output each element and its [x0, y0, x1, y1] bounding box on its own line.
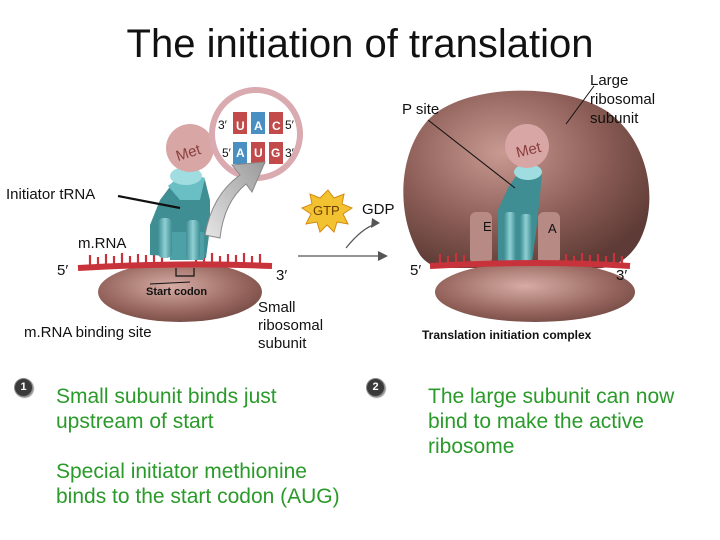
- anticodon-c: C: [272, 119, 281, 133]
- step-1-line: upstream of start: [56, 410, 214, 433]
- small-subunit-label-line: ribosomal: [258, 317, 324, 334]
- met-ball-left: [166, 124, 214, 172]
- gtp-burst: [300, 189, 354, 233]
- mrna-binding-site-label: m.RNA binding site: [24, 324, 152, 341]
- p-site-label: P site: [402, 101, 440, 118]
- p-site-pointer: [427, 119, 516, 189]
- large-subunit-label-line: ribosomal: [590, 91, 656, 108]
- mrna-strand-left: [77, 253, 273, 271]
- small-subunit-label-line: subunit: [258, 335, 307, 352]
- codon-5prime: 5′: [222, 146, 232, 160]
- binding-arrow: [204, 161, 266, 239]
- step-1-line: Small subunit binds just: [56, 385, 277, 408]
- e-site-label: E: [483, 219, 492, 234]
- start-codon-label: Start codon: [146, 286, 208, 298]
- codon-3prime: 3′: [285, 146, 295, 160]
- step-1-extra-line: Special initiator methionine: [56, 460, 307, 483]
- large-subunit-label-line: subunit: [590, 110, 639, 127]
- gtp-label: GTP: [313, 203, 340, 218]
- a-site-slot: [538, 212, 560, 264]
- initiator-trna-label: Initiator tRNA: [6, 186, 96, 203]
- mrna-5prime-left: 5′: [57, 262, 69, 279]
- large-subunit-label-line: Large: [590, 72, 629, 89]
- small-subunit-label-line: Small: [258, 299, 296, 316]
- initiator-trna-pointer: [117, 194, 181, 210]
- gdp-label: GDP: [362, 201, 395, 218]
- large-subunit-label: Large ribosomal subunit: [590, 71, 655, 128]
- step-1-badge: 1: [14, 378, 33, 397]
- a-site-label: A: [548, 221, 557, 236]
- small-subunit-label: Small ribosomal subunit: [258, 299, 323, 353]
- step-2-line: bind to make the active: [428, 410, 644, 433]
- anticodon-5prime: 5′: [285, 118, 295, 132]
- step-1-extra-text: Special initiator methionine binds to th…: [56, 459, 340, 509]
- start-codon-bracket: [175, 268, 195, 277]
- step-1-text: Small subunit binds just upstream of sta…: [56, 384, 277, 434]
- initiator-trna-right: [498, 164, 542, 264]
- step-2-line: The large subunit can now: [428, 385, 675, 408]
- step-2-line: ribosome: [428, 435, 515, 458]
- mrna-5prime-right: 5′: [410, 262, 422, 279]
- mrna-strand-right: [429, 253, 631, 269]
- codon-a: A: [236, 146, 245, 160]
- complex-label: Translation initiation complex: [422, 328, 592, 342]
- step-2-text: The large subunit can now bind to make t…: [428, 384, 674, 459]
- small-subunit-left: [98, 262, 262, 322]
- step-1-extra-line: binds to the start codon (AUG): [56, 485, 340, 508]
- mrna-label: m.RNA: [78, 235, 127, 252]
- codon-u: U: [254, 146, 263, 160]
- initiator-trna-left: [150, 167, 210, 260]
- anticodon-3prime: 3′: [218, 118, 228, 132]
- anticodon-a: A: [254, 119, 263, 133]
- e-site-slot: [470, 212, 492, 264]
- small-subunit-right: [435, 262, 635, 322]
- met-label-right: Met: [514, 139, 543, 162]
- page-title: The initiation of translation: [126, 22, 594, 66]
- anticodon-u: U: [236, 119, 245, 133]
- met-ball-right: [505, 124, 549, 168]
- mrna-3prime-left: 3′: [276, 267, 288, 284]
- codon-zoom: [209, 87, 303, 181]
- codon-g: G: [271, 146, 280, 160]
- step-2-badge: 2: [366, 378, 385, 397]
- start-codon-pointer: [149, 281, 191, 285]
- mrna-3prime-right: 3′: [616, 267, 628, 284]
- large-subunit-pointer: [565, 85, 595, 125]
